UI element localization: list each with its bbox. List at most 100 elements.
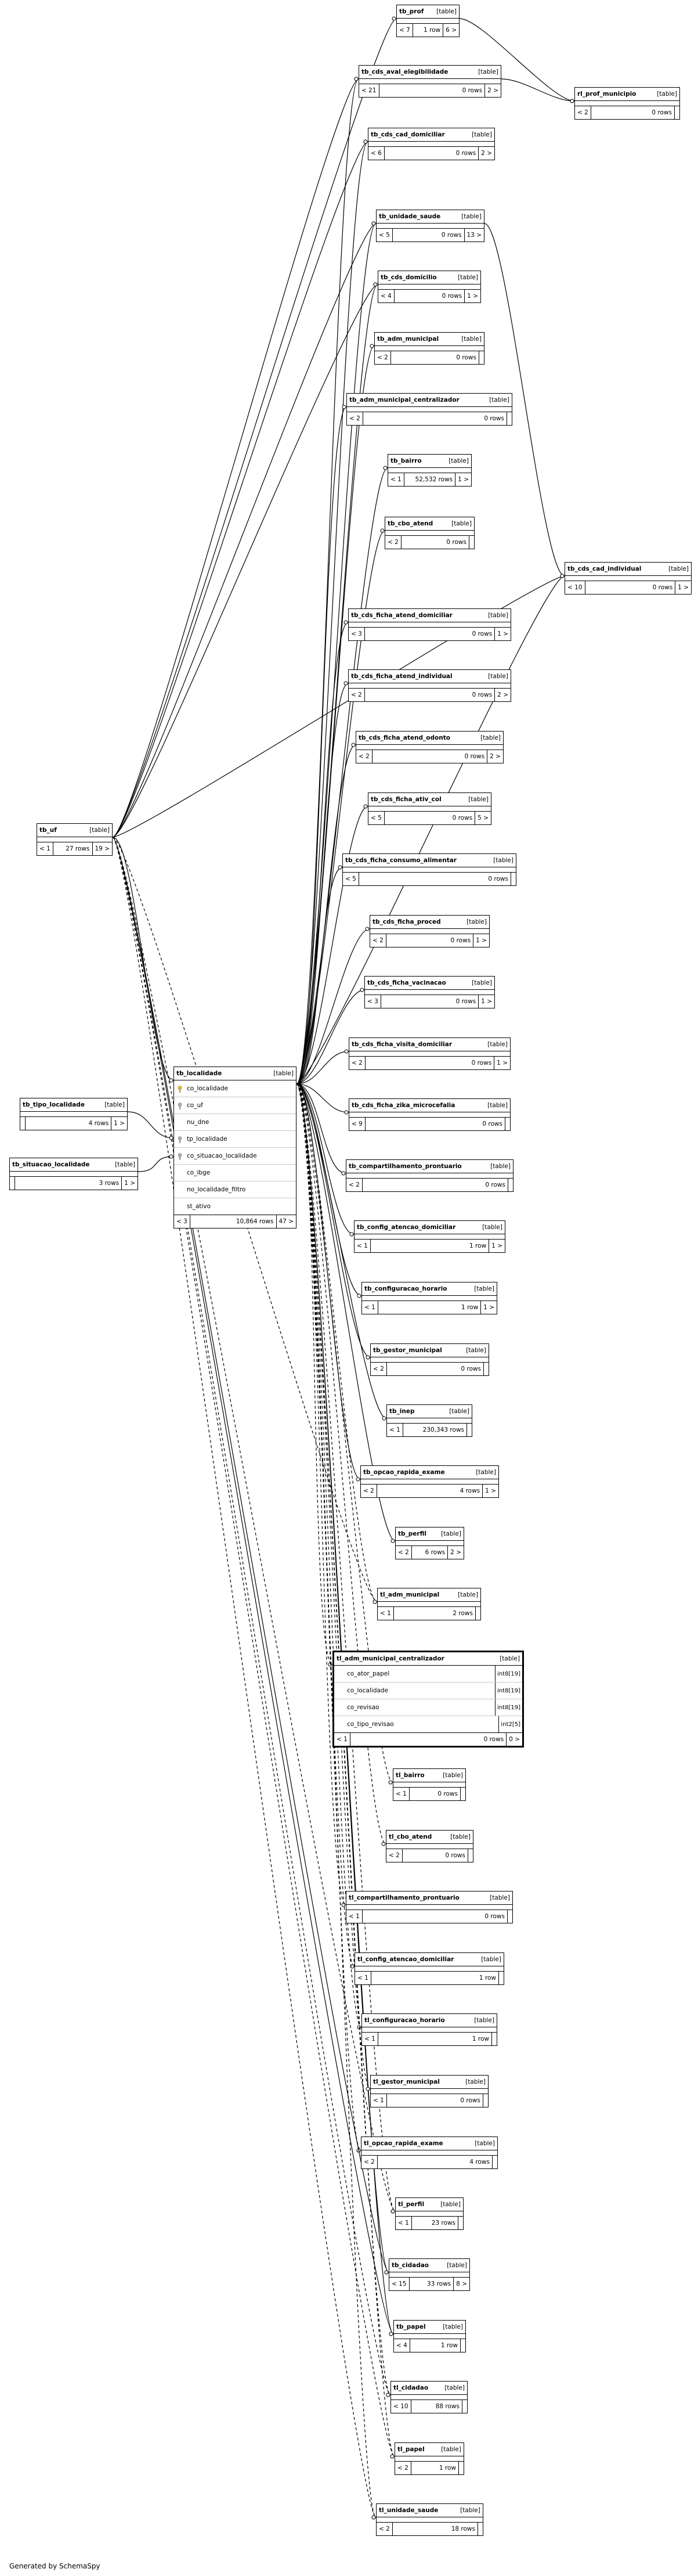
children-link[interactable]: 1 > — [124, 1180, 135, 1187]
parents-link[interactable]: < 2 — [395, 2462, 411, 2474]
table-name[interactable]: tb_compartilhamento_prontuario — [349, 1163, 462, 1170]
parents-link[interactable]: < 1 — [355, 1972, 371, 1984]
parents-link[interactable]: < 9 — [349, 1118, 366, 1130]
children-link[interactable]: 1 > — [114, 1120, 125, 1127]
children-link[interactable]: 1 > — [497, 1060, 508, 1067]
parents-link[interactable]: < 4 — [394, 2339, 410, 2352]
column-row[interactable]: co_uf — [174, 1097, 296, 1114]
table-name[interactable]: tb_cds_ficha_zika_microcefalia — [352, 1102, 455, 1109]
children-link[interactable] — [511, 873, 516, 885]
parents-link[interactable]: < 21 — [359, 84, 379, 97]
children-link[interactable] — [459, 2462, 464, 2474]
parents-link[interactable]: < 1 — [387, 1424, 403, 1436]
table-name[interactable]: rl_prof_municipio — [577, 91, 636, 98]
children-link[interactable] — [476, 1607, 480, 1620]
column-row[interactable]: co_situacao_localidade — [174, 1148, 296, 1165]
parents-link[interactable]: < 5 — [343, 873, 359, 885]
parents-link[interactable]: < 2 — [370, 934, 386, 947]
table-name[interactable]: tb_cds_cad_domiciliar — [371, 131, 445, 138]
parents-link[interactable]: < 1 — [393, 1788, 410, 1800]
parents-link[interactable]: < 2 — [575, 106, 591, 119]
children-link[interactable]: 19 > — [95, 845, 110, 852]
parents-link[interactable]: < 1 — [37, 842, 53, 855]
children-link[interactable]: 1 > — [481, 998, 492, 1005]
table-name[interactable]: tb_cds_domicilio — [381, 274, 437, 281]
table-name[interactable]: tl_cidadao — [393, 2384, 429, 2391]
parents-link[interactable]: < 2 — [356, 750, 372, 763]
table-name[interactable]: tl_compartilhamento_prontuario — [349, 1894, 460, 1901]
table-name[interactable]: tb_adm_municipal — [377, 336, 439, 343]
parents-link[interactable]: < 2 — [396, 1546, 412, 1559]
table-name[interactable]: tb_cds_ficha_ativ_col — [371, 796, 442, 803]
column-row[interactable]: tp_localidade — [174, 1131, 296, 1148]
parents-link[interactable] — [10, 1177, 15, 1190]
table-node-tb-cds-ficha-visita-domiciliar[interactable]: tb_cds_ficha_visita_domiciliar[table]< 2… — [349, 1037, 511, 1070]
children-link[interactable] — [468, 1849, 473, 1862]
children-link[interactable] — [484, 1363, 489, 1375]
children-link[interactable] — [461, 1788, 465, 1800]
column-row[interactable]: st_ativo — [174, 1198, 296, 1215]
children-link[interactable] — [492, 2033, 497, 2045]
table-name[interactable]: tb_uf — [39, 827, 57, 834]
table-name[interactable]: tl_adm_municipal — [380, 1591, 440, 1598]
parents-link[interactable]: < 1 — [346, 1910, 363, 1923]
children-link[interactable] — [508, 1179, 513, 1191]
table-name[interactable]: tb_papel — [396, 2323, 426, 2330]
children-link[interactable] — [493, 2156, 497, 2168]
parents-link[interactable]: < 2 — [361, 1485, 377, 1497]
children-link[interactable] — [462, 2400, 467, 2413]
table-name[interactable]: tl_bairro — [396, 1772, 425, 1779]
children-link[interactable]: 8 > — [456, 2280, 467, 2287]
parents-link[interactable] — [20, 1117, 26, 1130]
children-link[interactable]: 2 > — [450, 1549, 461, 1556]
parents-link[interactable]: < 4 — [378, 290, 395, 302]
children-link[interactable] — [458, 2217, 463, 2229]
children-link[interactable] — [508, 1910, 512, 1923]
table-name[interactable]: tl_adm_municipal_centralizador — [337, 1655, 444, 1662]
parents-link[interactable]: < 3 — [174, 1215, 190, 1228]
table-name[interactable]: tl_configuracao_horario — [364, 2017, 445, 2024]
children-link[interactable]: 1 > — [483, 1304, 494, 1311]
table-name[interactable]: tb_cds_ficha_atend_domiciliar — [351, 612, 453, 619]
table-node-tl-compartilhamento-prontuario[interactable]: tl_compartilhamento_prontuario[table]< 1… — [346, 1891, 513, 1923]
children-link[interactable]: 1 > — [467, 293, 478, 300]
table-name[interactable]: tl_opcao_rapida_exame — [364, 2140, 443, 2147]
parents-link[interactable]: < 1 — [396, 2217, 412, 2229]
children-link[interactable]: 6 > — [446, 27, 457, 34]
children-link[interactable] — [479, 351, 484, 364]
parents-link[interactable]: < 10 — [565, 581, 585, 594]
table-name[interactable]: tb_perfil — [398, 1530, 426, 1537]
children-link[interactable] — [499, 1972, 504, 1984]
parents-link[interactable]: < 2 — [386, 1849, 403, 1862]
table-node-tb-cds-ficha-consumo-alimentar[interactable]: tb_cds_ficha_consumo_alimentar[table]< 5… — [342, 853, 516, 886]
children-link[interactable] — [675, 106, 679, 119]
table-name[interactable]: tl_config_atencao_domiciliar — [357, 1956, 454, 1963]
children-link[interactable]: 2 > — [487, 87, 498, 94]
parents-link[interactable]: < 1 — [378, 1607, 394, 1620]
column-row[interactable]: co_ibge — [174, 1165, 296, 1181]
children-link[interactable]: 1 > — [497, 631, 508, 637]
parents-link[interactable]: < 3 — [365, 995, 381, 1008]
